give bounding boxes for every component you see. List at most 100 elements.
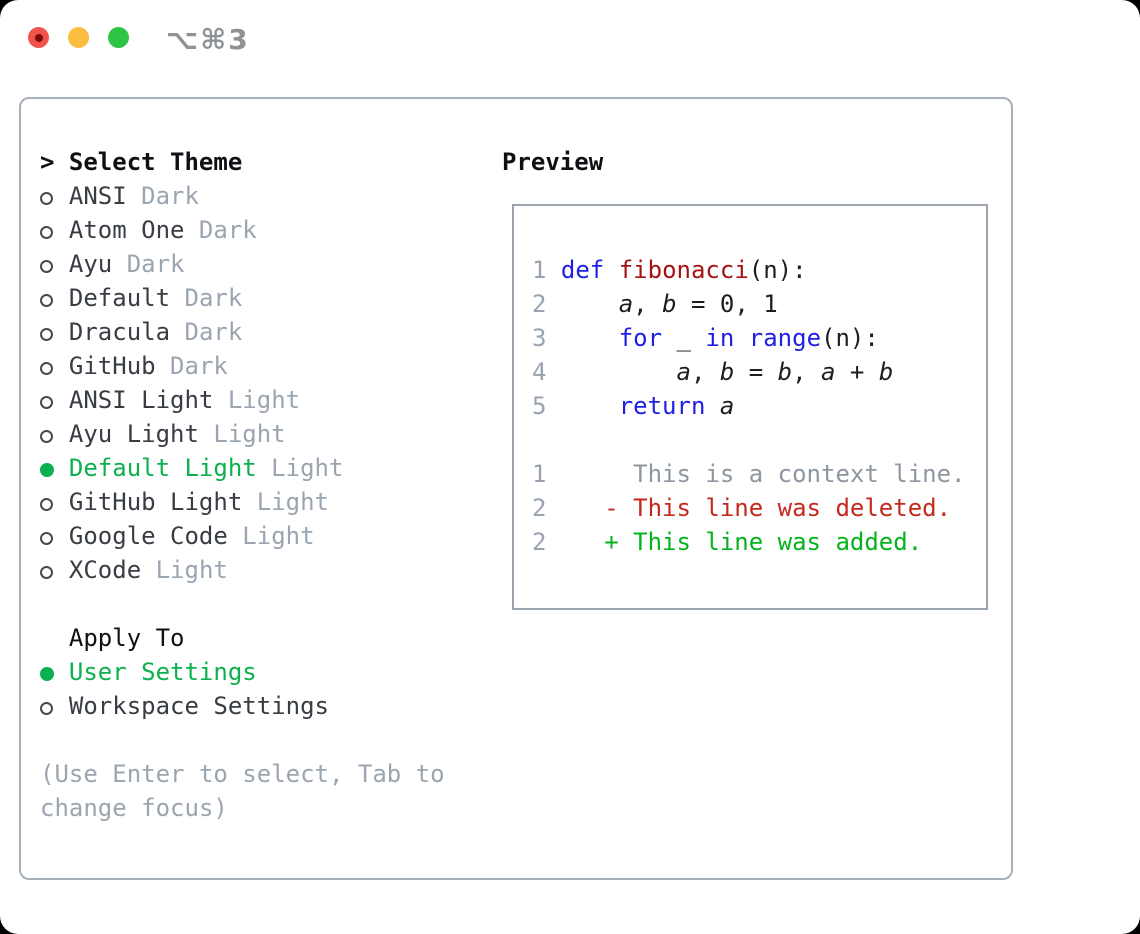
theme-option-github-light[interactable]: GitHub Light Light [40, 485, 490, 519]
token-pl [561, 358, 677, 386]
titlebar: ⌥⌘3 [0, 0, 1140, 76]
spacer [40, 587, 490, 621]
theme-option-atom-one[interactable]: Atom One Dark [40, 213, 490, 247]
code-line: 4 a, b = b, a + b [532, 355, 965, 389]
theme-variant-label: Dark [112, 250, 185, 278]
theme-variant-label: Dark [170, 318, 243, 346]
option-label: XCode [68, 556, 142, 584]
line-number [532, 426, 561, 454]
preview-heading: Preview [502, 148, 604, 176]
theme-option-google-code[interactable]: Google Code Light [40, 519, 490, 553]
token-pl [561, 290, 619, 318]
radio-unselected-icon [40, 349, 69, 383]
theme-option-default[interactable]: Default Dark [40, 281, 490, 315]
option-label: Default [68, 284, 171, 312]
token-pl: = 0, 1 [676, 290, 778, 318]
radio-unselected-icon [40, 179, 69, 213]
code-line: 3 for _ in range(n): [532, 321, 965, 355]
option-label: Ayu [68, 250, 113, 278]
option-label: Atom One [68, 216, 185, 244]
apply-option-user-settings[interactable]: User Settings [40, 655, 490, 689]
token-var: a [821, 358, 836, 386]
theme-option-ansi-light[interactable]: ANSI Light Light [40, 383, 490, 417]
select-theme-heading: >Select Theme [40, 145, 490, 179]
line-number: 4 [532, 358, 561, 386]
line-number: 5 [532, 392, 561, 420]
option-label: Dracula [68, 318, 171, 346]
theme-option-ansi[interactable]: ANSI Dark [40, 179, 490, 213]
token-var: b [878, 358, 894, 386]
radio-unselected-icon [40, 281, 69, 315]
theme-variant-label: Light [198, 420, 286, 448]
token-kw: range [748, 324, 822, 352]
token-ctx: This is a context line. [560, 460, 966, 488]
radio-unselected-icon [40, 689, 69, 723]
code-line: 5 return a [532, 389, 965, 423]
token-pl: = [734, 358, 778, 386]
option-label: Workspace Settings [68, 692, 329, 720]
token-var: a [719, 392, 735, 420]
option-label: GitHub [68, 352, 156, 380]
token-var: b [719, 358, 735, 386]
token-kw: in [705, 324, 735, 352]
apply-to-heading: Apply To [68, 624, 185, 652]
minimize-button[interactable] [68, 27, 89, 48]
radio-unselected-icon [40, 553, 69, 587]
token-kw: return [618, 392, 706, 420]
line-number: 1 [532, 460, 561, 488]
apply-option-workspace-settings[interactable]: Workspace Settings [40, 689, 490, 723]
token-var: b [777, 358, 793, 386]
line-number: 2 [532, 528, 561, 556]
radio-unselected-icon [40, 417, 69, 451]
theme-option-ayu-light[interactable]: Ayu Light Light [40, 417, 490, 451]
theme-variant-label: Light [141, 556, 228, 584]
option-label: Google Code [68, 522, 228, 550]
zoom-button[interactable] [108, 27, 129, 48]
token-fn: fibonacci [618, 256, 749, 284]
code-line: 2 a, b = 0, 1 [532, 287, 965, 321]
keyboard-hint: (Use Enter to select, Tab to change focu… [40, 760, 445, 822]
theme-variant-label: Light [213, 386, 301, 414]
token-pl: , [633, 290, 663, 318]
window-shortcut-label: ⌥⌘3 [166, 23, 250, 56]
radio-unselected-icon [40, 383, 69, 417]
option-label: Ayu Light [68, 420, 199, 448]
radio-selected-icon [40, 451, 69, 485]
theme-variant-label: Dark [155, 352, 228, 380]
theme-option-xcode[interactable]: XCode Light [40, 553, 490, 587]
blank-line [532, 423, 965, 457]
radio-unselected-icon [40, 315, 69, 349]
theme-variant-label: Dark [184, 216, 257, 244]
added-line: 2 + This line was added. [532, 525, 965, 559]
prompt-icon: > [40, 148, 55, 176]
token-pl [705, 392, 719, 420]
token-add: + This line was added. [560, 528, 923, 556]
option-label: ANSI [68, 182, 127, 210]
token-pl: (n): [748, 256, 807, 284]
theme-option-github[interactable]: GitHub Dark [40, 349, 490, 383]
radio-selected-icon [40, 655, 69, 689]
theme-option-default-light[interactable]: Default Light Light [40, 451, 490, 485]
code-line: 1 def fibonacci(n): [532, 253, 965, 287]
radio-unselected-icon [40, 485, 69, 519]
token-var: a [618, 290, 634, 318]
token-kw: for [618, 324, 663, 352]
radio-unselected-icon [40, 213, 69, 247]
token-var: a [676, 358, 691, 386]
theme-variant-label: Dark [126, 182, 199, 210]
line-number: 2 [532, 494, 561, 522]
option-label: User Settings [68, 658, 257, 686]
token-kw: def [560, 256, 605, 284]
line-number: 3 [532, 324, 561, 352]
close-button[interactable] [28, 27, 49, 48]
token-pl [561, 392, 619, 420]
theme-option-dracula[interactable]: Dracula Dark [40, 315, 490, 349]
token-pl [561, 324, 619, 352]
theme-option-ayu[interactable]: Ayu Dark [40, 247, 490, 281]
option-label: GitHub Light [68, 488, 243, 516]
token-var: b [662, 290, 677, 318]
